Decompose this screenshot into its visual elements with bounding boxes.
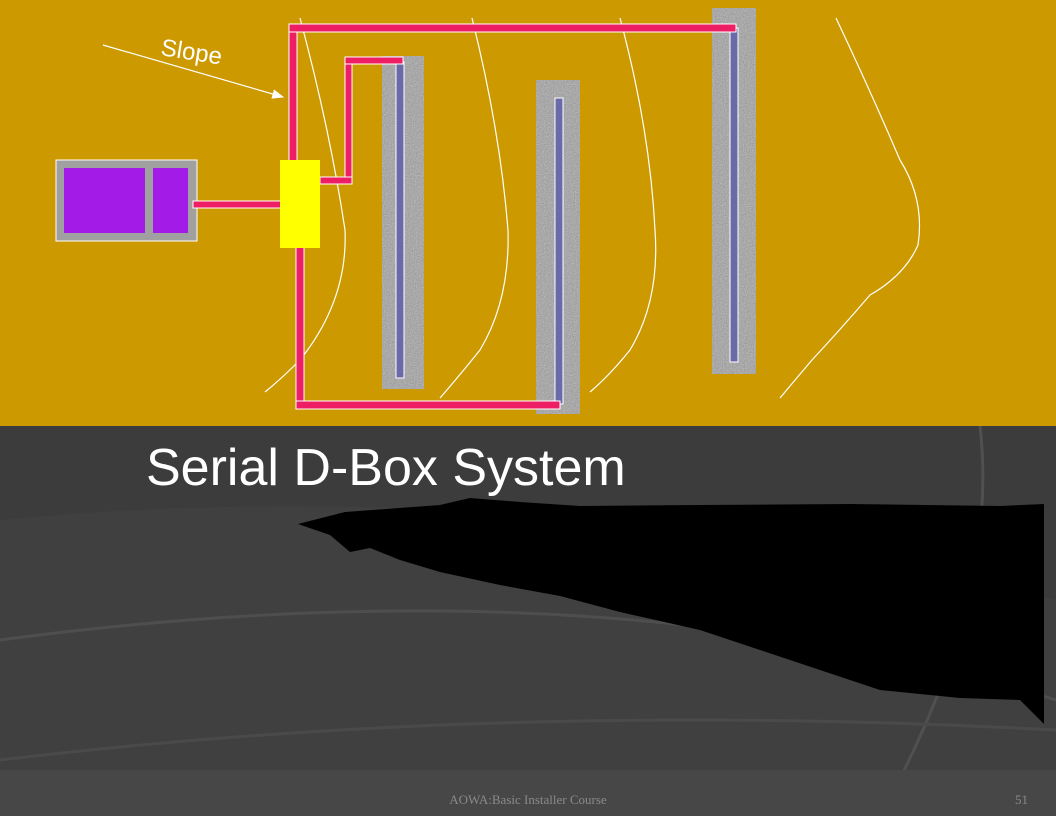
pipe-branch-1-bottom [319, 176, 353, 185]
slide-title: Serial D-Box System [146, 439, 626, 497]
slope-arrow [102, 44, 285, 99]
pipe-top-header [288, 23, 737, 33]
septic-tank [55, 159, 198, 242]
pipe-branch-1-top [344, 56, 404, 65]
title-banner-shape [298, 498, 1044, 724]
page-number: 51 [1015, 792, 1028, 807]
lateral-1 [395, 61, 405, 379]
tank-compartment-2 [153, 168, 188, 233]
lateral-2 [554, 97, 564, 405]
pipe-bottom-header [295, 400, 561, 410]
contour-lines [264, 17, 921, 399]
pipe-riser-top [288, 23, 298, 162]
pipe-riser-bottom [295, 246, 305, 410]
serial-dbox-diagram: Slope [0, 0, 1056, 426]
tank-compartment-1 [64, 168, 145, 233]
distribution-box [280, 160, 320, 248]
pipe-branch-1-vert [344, 56, 353, 185]
lateral-3 [729, 27, 739, 363]
pipe-tank-to-dbox [192, 200, 282, 209]
footer-text: AOWA:Basic Installer Course [449, 792, 607, 807]
